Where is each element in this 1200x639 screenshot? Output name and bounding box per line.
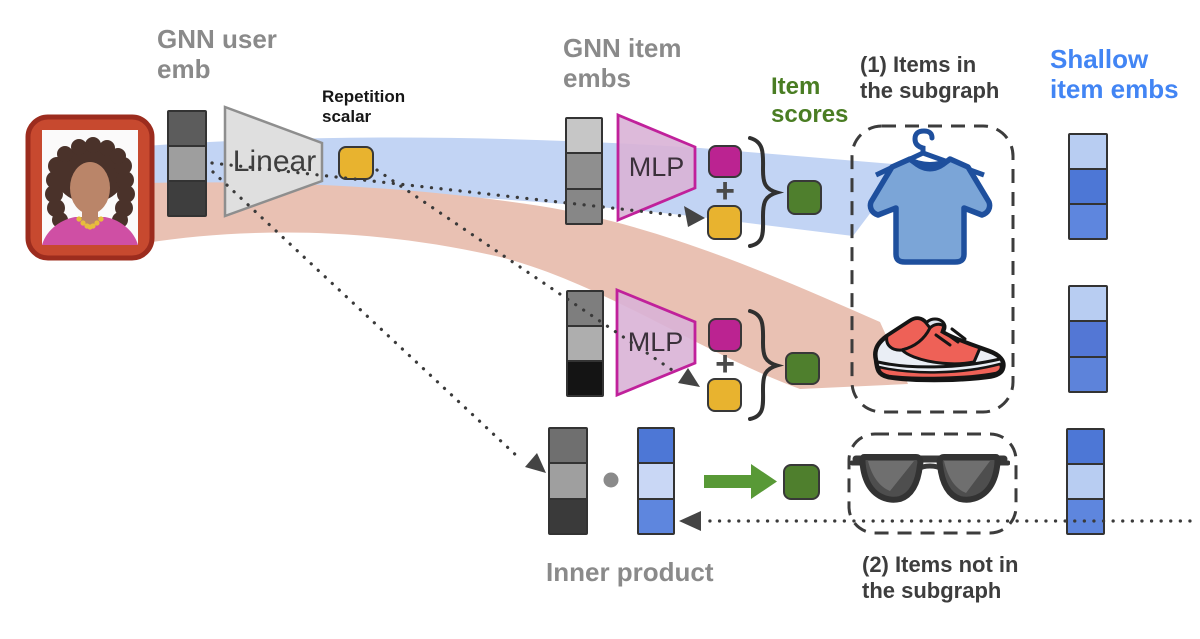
plus-sign-2: +: [715, 345, 735, 383]
sunglasses-icon: [849, 454, 1011, 503]
sunglasses-item: [849, 447, 1011, 515]
tshirt-item: [862, 128, 998, 275]
item-embedding-bar-1: [565, 117, 603, 225]
necklace: [76, 216, 104, 230]
embedding-cell: [567, 119, 601, 153]
user-embedding-bar: [167, 110, 207, 217]
sneaker-icon: [873, 316, 1006, 383]
shallow-embedding-bar-sunglasses: [1066, 428, 1105, 535]
embedding-cell: [1068, 463, 1103, 498]
embedding-cell: [568, 360, 602, 395]
embedding-cell: [1068, 430, 1103, 463]
inner-product-dot-icon: [603, 472, 619, 488]
embedding-cell: [550, 462, 586, 498]
mlp-label-1: MLP: [628, 152, 685, 182]
embedding-cell: [1070, 320, 1106, 356]
embedding-cell: [1070, 203, 1106, 238]
repetition-score-square-2: [707, 378, 742, 412]
inner-product-label: Inner product: [546, 557, 714, 587]
user-avatar: [25, 114, 155, 266]
item-score-square-2: [785, 352, 820, 385]
embedding-cell: [567, 187, 601, 223]
inner-product-gnn-bar: [548, 427, 588, 535]
embedding-cell: [1070, 355, 1106, 391]
linear-label: Linear: [232, 145, 317, 178]
embedding-cell: [169, 112, 205, 145]
item-embedding-bar-2: [566, 290, 604, 397]
tshirt-icon: [867, 128, 993, 265]
non-subgraph-items-box: [847, 432, 1018, 535]
mlp-label-2: MLP: [627, 327, 684, 357]
face: [70, 162, 110, 214]
embedding-cell: [1070, 287, 1106, 321]
neckline: [77, 217, 103, 229]
embedding-cell: [1070, 135, 1106, 168]
embedding-cell: [550, 497, 586, 533]
repetition-scalar-square: [338, 146, 374, 180]
embedding-cell: [568, 325, 602, 360]
sneaker-item: [868, 314, 1008, 391]
inner-product-arrow-icon: [704, 464, 777, 499]
inner-product-score-square: [783, 464, 820, 500]
mlp-score-square-1: [708, 145, 742, 178]
embedding-cell: [550, 429, 586, 463]
embedding-cell: [567, 152, 601, 188]
inner-product-shallow-bar: [637, 427, 675, 535]
embedding-cell: [639, 429, 673, 463]
embedding-cell: [568, 292, 602, 325]
subgraph-items-box: [850, 124, 1015, 414]
item-score-square-1: [787, 180, 822, 215]
woman-portrait-icon: [25, 114, 155, 261]
embedding-cell: [169, 180, 205, 215]
mlp-score-square-2: [708, 318, 742, 352]
score-brace-1: [748, 136, 785, 248]
shallow-embedding-bar-sneaker: [1068, 285, 1108, 393]
hair: [45, 137, 135, 228]
shallow-embedding-bar-tshirt: [1068, 133, 1108, 240]
score-brace-2: [748, 309, 785, 421]
shoulders: [42, 217, 138, 245]
embedding-cell: [639, 497, 673, 533]
embedding-cell: [639, 462, 673, 498]
embedding-cell: [169, 145, 205, 180]
embedding-cell: [1068, 498, 1103, 533]
repetition-score-square-1: [707, 205, 742, 240]
embedding-cell: [1070, 168, 1106, 203]
plus-sign-1: +: [715, 172, 735, 210]
